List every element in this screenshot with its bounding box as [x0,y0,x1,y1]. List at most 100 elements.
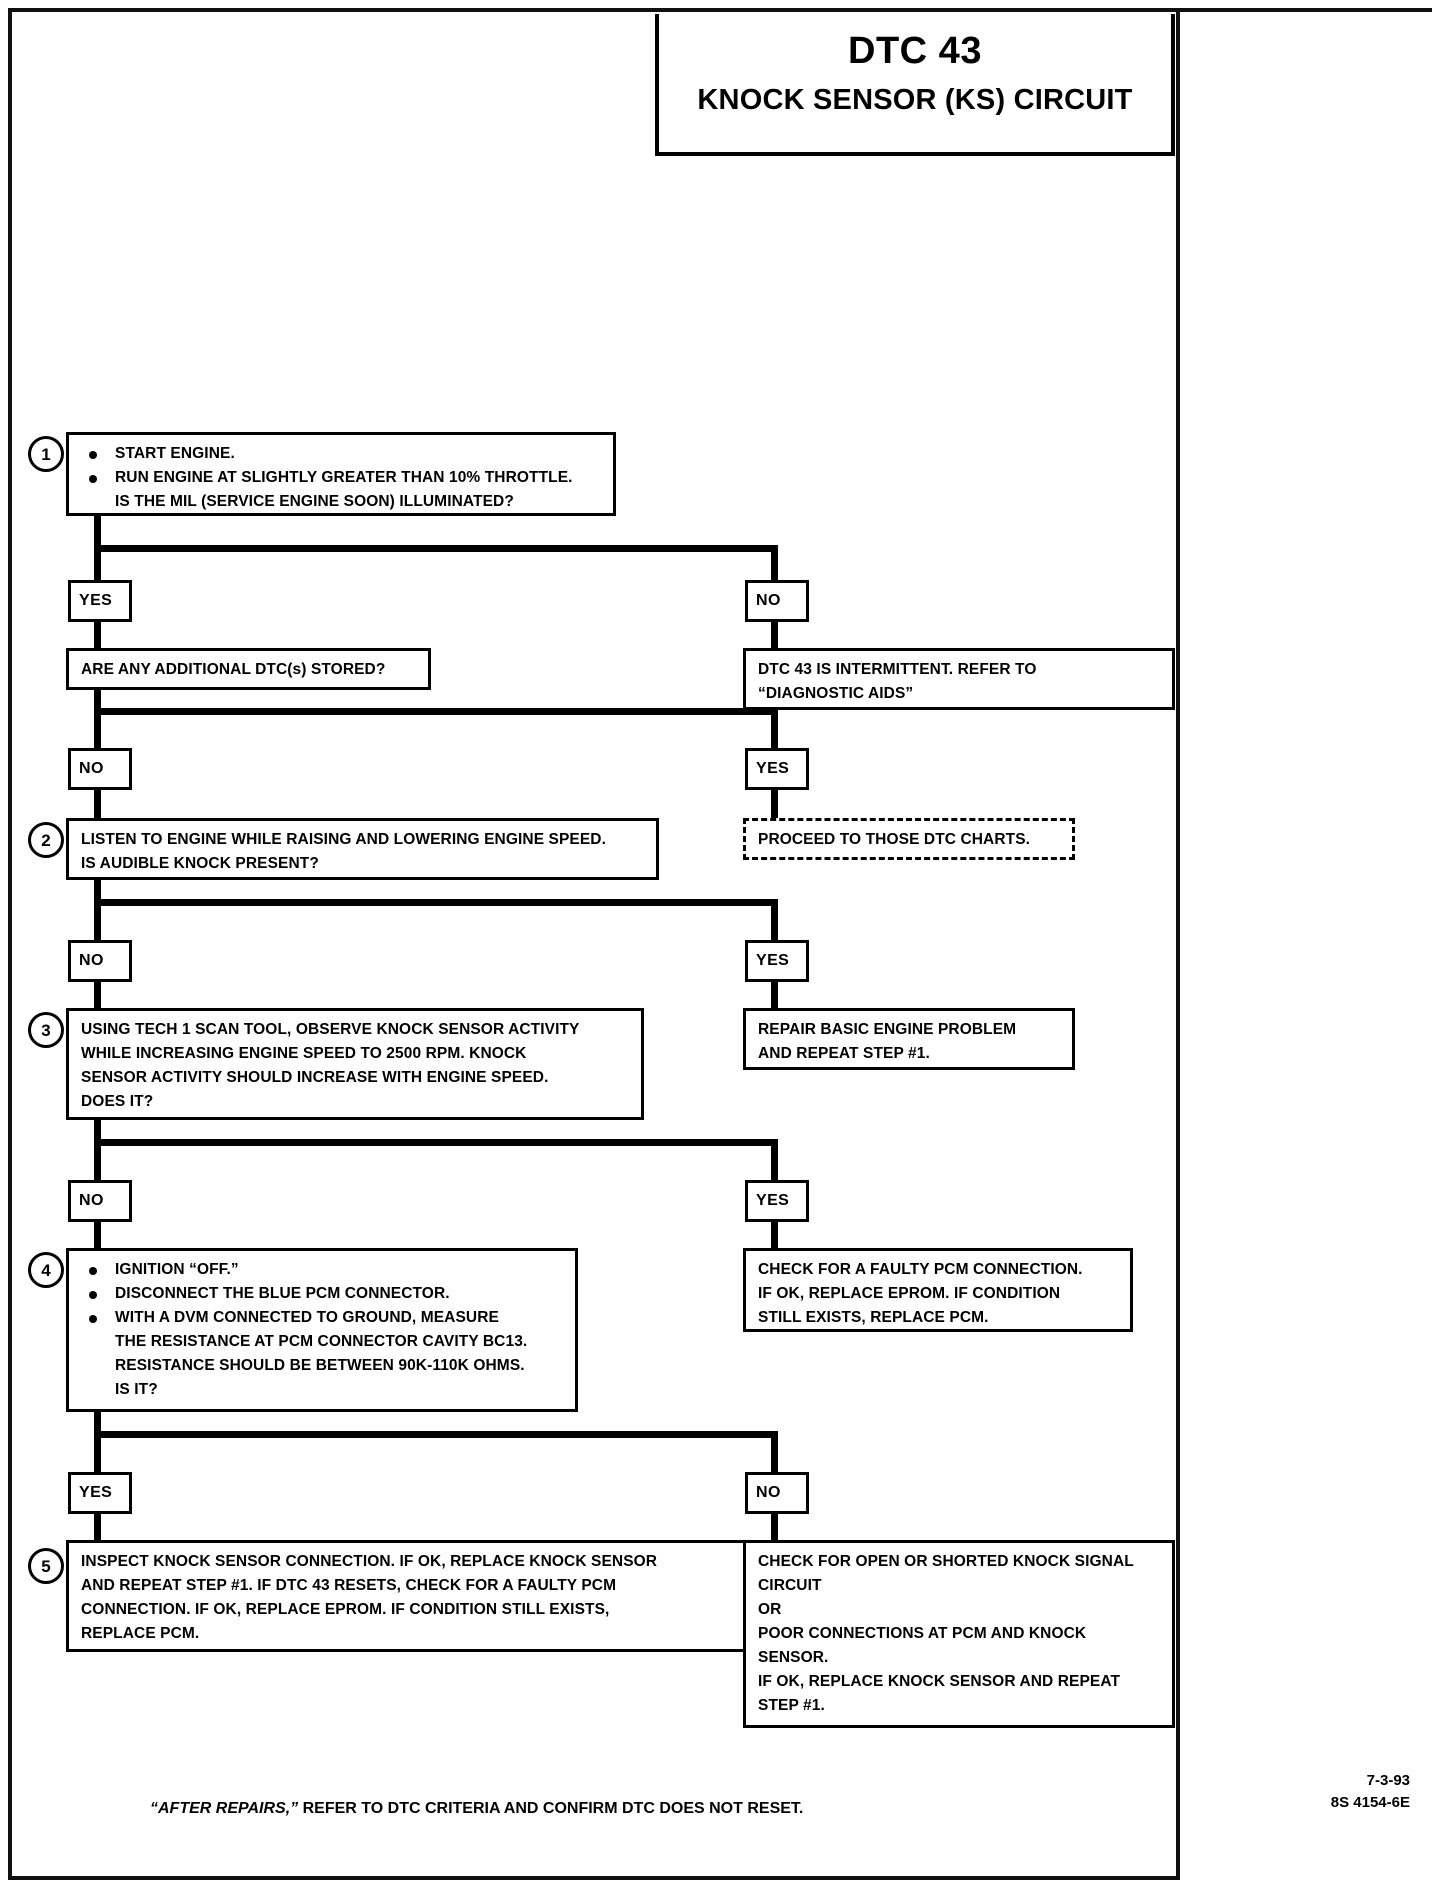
connector-step1-split [94,545,778,552]
step-5-box: INSPECT KNOCK SENSOR CONNECTION. IF OK, … [66,1540,842,1652]
step-number-5: 5 [28,1548,64,1584]
step-1-bullet-2: RUN ENGINE AT SLIGHTLY GREATER THAN 10% … [81,466,603,514]
open-shorted-line-1: CHECK FOR OPEN OR SHORTED KNOCK SIGNAL [758,1553,1134,1570]
proceed-charts-text: PROCEED TO THOSE DTC CHARTS. [758,831,1031,848]
branch-yes-step3: YES [745,1180,809,1222]
step-number-1: 1 [28,436,64,472]
faulty-pcm-line-1: CHECK FOR A FAULTY PCM CONNECTION. [758,1261,1083,1278]
step-5-line-3: CONNECTION. IF OK, REPLACE EPROM. IF CON… [81,1601,610,1618]
bullet-dot-icon [89,1267,97,1275]
step-1-question: IS THE MIL (SERVICE ENGINE SOON) ILLUMIN… [115,493,514,510]
step-5-line-2: AND REPEAT STEP #1. IF DTC 43 RESETS, CH… [81,1577,617,1594]
branch-no-step2: NO [68,940,132,982]
page-border-top [8,8,1432,12]
connector-step3-yes-down [771,1139,778,1183]
connector-step1-yes-down [94,545,101,585]
step-2-line-2: IS AUDIBLE KNOCK PRESENT? [81,855,319,872]
connector-yes4-to-step5 [94,1514,101,1544]
open-shorted-box: CHECK FOR OPEN OR SHORTED KNOCK SIGNAL C… [743,1540,1175,1728]
step-4-bullet-3: WITH A DVM CONNECTED TO GROUND, MEASURE … [81,1306,565,1402]
bullet-dot-icon [89,451,97,459]
connector-step3-down [94,1120,101,1146]
faulty-pcm-line-2: IF OK, REPLACE EPROM. IF CONDITION [758,1285,1061,1302]
step-1-bullet-1: START ENGINE. [81,442,603,466]
additional-dtc-text: ARE ANY ADDITIONAL DTC(s) STORED? [81,661,386,678]
connector-step3-split [94,1139,778,1146]
step-number-2: 2 [28,822,64,858]
footer-date: 7-3-93 [1366,1772,1410,1789]
connector-no3-to-step4 [94,1222,101,1252]
connector-step4-yes-down [94,1431,101,1475]
step-number-4: 4 [28,1252,64,1288]
additional-dtc-box: ARE ANY ADDITIONAL DTC(s) STORED? [66,648,431,690]
connector-no4-to-open [771,1514,778,1544]
connector-dtcbox-no-down [94,708,101,752]
connector-step4-split [94,1431,778,1438]
step-4-line-c: RESISTANCE SHOULD BE BETWEEN 90K-110K OH… [115,1357,525,1374]
step-5-line-1: INSPECT KNOCK SENSOR CONNECTION. IF OK, … [81,1553,658,1570]
dtc-name-title: KNOCK SENSOR (KS) CIRCUIT [697,84,1133,116]
proceed-charts-box: PROCEED TO THOSE DTC CHARTS. [743,818,1075,860]
repair-basic-line-1: REPAIR BASIC ENGINE PROBLEM [758,1021,1017,1038]
connector-yes3-to-faulty [771,1222,778,1252]
step-3-line-4: DOES IT? [81,1093,154,1110]
branch-yes-step2: YES [745,940,809,982]
step-4-box: IGNITION “OFF.” DISCONNECT THE BLUE PCM … [66,1248,578,1412]
intermittent-box: DTC 43 IS INTERMITTENT. REFER TO “DIAGNO… [743,648,1175,710]
step-2-box: LISTEN TO ENGINE WHILE RAISING AND LOWER… [66,818,659,880]
bullet-dot-icon [89,1291,97,1299]
connector-no2-to-step3 [94,982,101,1012]
footer-code-block: 7-3-93 8S 4154-6E [1150,1770,1410,1814]
connector-no1-to-box [771,622,778,650]
connector-step3-no-down [94,1139,101,1183]
connector-step1-down [94,516,101,552]
page-border-bottom [8,1876,1180,1880]
step-3-line-2: WHILE INCREASING ENGINE SPEED TO 2500 RP… [81,1045,527,1062]
footer-note-rest: REFER TO DTC CRITERIA AND CONFIRM DTC DO… [298,1800,804,1817]
connector-step2-yes-down [771,899,778,943]
repair-basic-box: REPAIR BASIC ENGINE PROBLEM AND REPEAT S… [743,1008,1075,1070]
open-shorted-line-7: STEP #1. [758,1697,825,1714]
open-shorted-line-2: CIRCUIT [758,1577,822,1594]
open-shorted-line-5: SENSOR. [758,1649,829,1666]
branch-no-step1: NO [745,580,809,622]
step-4-line-b: THE RESISTANCE AT PCM CONNECTOR CAVITY B… [115,1333,528,1350]
bullet-dot-icon [89,1315,97,1323]
step-3-line-1: USING TECH 1 SCAN TOOL, OBSERVE KNOCK SE… [81,1021,580,1038]
step-number-3: 3 [28,1012,64,1048]
footer-note: “AFTER REPAIRS,” REFER TO DTC CRITERIA A… [150,1800,1010,1818]
branch-yes-step1: YES [68,580,132,622]
connector-step2-down [94,880,101,906]
branch-yes-step1b: YES [745,748,809,790]
connector-no1b-to-step2 [94,790,101,820]
title-block: DTC 43 KNOCK SENSOR (KS) CIRCUIT [655,14,1175,156]
page-border-right [1176,8,1180,1880]
step-4-line-d: IS IT? [115,1381,158,1398]
step-4-bullet-2: DISCONNECT THE BLUE PCM CONNECTOR. [81,1282,565,1306]
connector-dtcbox-down [94,690,101,714]
connector-step1-no-down [771,545,778,585]
footer-doc-code: 8S 4154-6E [1330,1794,1410,1811]
dtc-code-title: DTC 43 [848,30,982,72]
faulty-pcm-box: CHECK FOR A FAULTY PCM CONNECTION. IF OK… [743,1248,1133,1332]
connector-yes1b-to-proceed [771,790,778,820]
bullet-dot-icon [89,475,97,483]
repair-basic-line-2: AND REPEAT STEP #1. [758,1045,930,1062]
connector-dtcbox-yes-down [771,708,778,752]
open-shorted-line-3: OR [758,1601,782,1618]
connector-dtcbox-split [94,708,778,715]
intermittent-line-2: “DIAGNOSTIC AIDS” [758,685,914,702]
branch-yes-step4: YES [68,1472,132,1514]
open-shorted-line-4: POOR CONNECTIONS AT PCM AND KNOCK [758,1625,1087,1642]
connector-step4-no-down [771,1431,778,1475]
connector-yes1-to-box [94,622,101,650]
footer-note-italic: “AFTER REPAIRS,” [150,1800,299,1817]
branch-no-step4: NO [745,1472,809,1514]
step-2-line-1: LISTEN TO ENGINE WHILE RAISING AND LOWER… [81,831,606,848]
step-1-box: START ENGINE. RUN ENGINE AT SLIGHTLY GRE… [66,432,616,516]
branch-no-step1b: NO [68,748,132,790]
step-3-box: USING TECH 1 SCAN TOOL, OBSERVE KNOCK SE… [66,1008,644,1120]
intermittent-line-1: DTC 43 IS INTERMITTENT. REFER TO [758,661,1037,678]
faulty-pcm-line-3: STILL EXISTS, REPLACE PCM. [758,1309,989,1326]
